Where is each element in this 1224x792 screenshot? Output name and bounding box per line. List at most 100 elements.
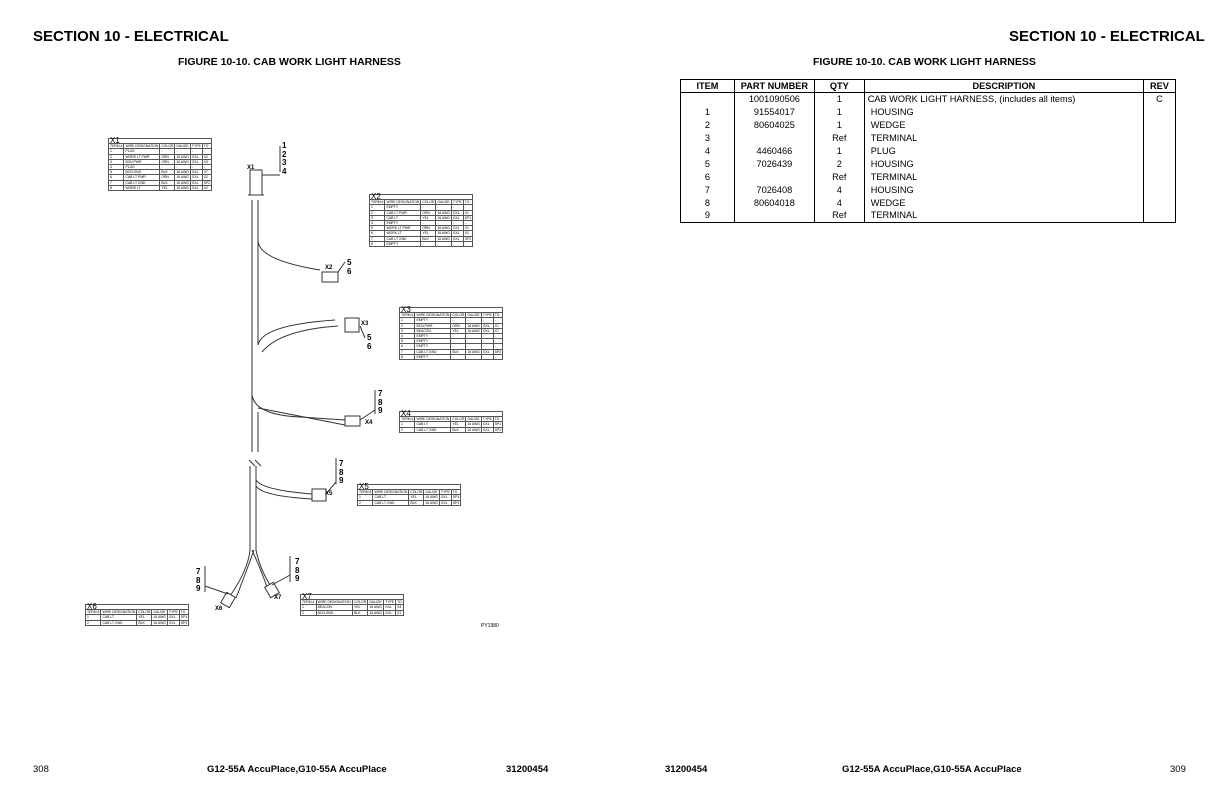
table-cell [1143,209,1176,223]
table-cell: PLUG [863,144,1145,158]
left-page-number: 308 [33,764,49,775]
col-description: DESCRIPTION [863,79,1145,93]
pinout-cell: SP2 [492,348,504,355]
table-cell: Ref [813,131,865,145]
table-cell: 80604025 [733,118,815,132]
pinout-cell: - [435,240,452,248]
pinout-cell: SP2 [201,179,213,186]
table-cell: 4460466 [733,144,815,158]
left-footer-model: G12-55A AccuPlace,G10-55A AccuPlace [207,764,387,775]
connector-label-x7: X7 [274,595,282,601]
pinout-cell: 16 AWG [174,174,191,181]
pinout-cell: 16 AWG [423,494,440,501]
pinout-cell: YEL [136,614,153,621]
pinout-cell: - [420,240,437,248]
right-page-number: 309 [1170,764,1186,775]
pinout-cell: CAB LT GND [414,426,452,433]
connector-label-x2: X2 [325,265,333,271]
pinout-cell: CAB LT GND [100,619,138,626]
pinout-cell: 2 [398,426,416,433]
pinout-cell: X2 [201,184,213,192]
pinout-cell: BLK [450,426,467,433]
pinout-cell: ORN [450,322,467,329]
pinout-cell: SP3 [450,494,462,501]
pinout-cell: X3 [201,158,213,166]
pinout-cell: ORN [159,174,176,181]
pinout-cell: 16 AWG [423,499,440,506]
pinout-cell: 16 AWG [435,214,452,222]
table-cell: 1 [680,105,735,119]
pinout-cell: YEL [420,230,437,237]
pinout-cell: BLK [159,169,176,176]
table-cell: 5 [680,157,735,171]
pinout-cell: 16 AWG [174,169,191,176]
pinout-cell: GXL [166,619,180,626]
pinout-cell: 16 AWG [465,426,482,433]
table-cell: 8 [680,196,735,210]
pinout-cell: 16 AWG [465,322,482,329]
table-cell: Ref [813,209,865,223]
pinout-cell: 16 AWG [465,348,482,355]
pinout-cell: BLK [408,499,425,506]
pinout-cell: 16 AWG [174,158,191,166]
connector-label-x4: X4 [365,420,373,426]
pinout-cell: 16 AWG [465,327,482,335]
table-cell [733,131,815,145]
pinout-cell: 16 AWG [435,225,452,232]
connector-label-x1: X1 [247,165,255,171]
pinout-cell: X2 [201,174,213,181]
left-figure-title: FIGURE 10-10. CAB WORK LIGHT HARNESS [178,56,401,68]
table-cell: 7026439 [733,157,815,171]
pinout-cell: 16 AWG [435,230,452,237]
table-cell: 7 [680,183,735,197]
pinout-cell: BLK [352,609,369,616]
pinout-cell: SP3 [178,614,190,621]
pinout-cell: X2 [201,153,213,160]
pinout-cell: 16 AWG [174,153,191,160]
pinout-cell: - [492,353,504,361]
pinout-cell: BCN GND [315,609,354,616]
table-cell: 2 [813,157,865,171]
pinout-cell: GXL [383,604,397,611]
pinout-cell: X1 [462,225,474,232]
pinout-cell: ORN [159,153,176,160]
table-cell [733,170,815,184]
pinout-cell: SP1 [462,214,474,222]
pinout-cell: - [480,353,494,361]
table-cell [1143,118,1176,132]
left-section-heading: SECTION 10 - ELECTRICAL [33,28,229,45]
pinout-cell: GXL [438,499,452,506]
pinout-cell: - [450,240,464,248]
pinout-cell: X7 [492,327,504,335]
right-figure-title: FIGURE 10-10. CAB WORK LIGHT HARNESS [813,56,1036,68]
pinout-cell: YEL [420,214,437,222]
pinout-cell: BLK [450,348,467,355]
pinout-cell: 16 AWG [367,609,385,616]
table-cell [1143,157,1176,171]
pinout-cell: 16 AWG [435,209,452,216]
table-cell: 6 [680,170,735,184]
table-cell: TERMINAL [863,170,1145,184]
table-cell: HOUSING [863,157,1145,171]
harness-diagram [204,146,376,609]
col-rev: REV [1143,79,1176,93]
figure-code: PY1980 [481,623,499,629]
